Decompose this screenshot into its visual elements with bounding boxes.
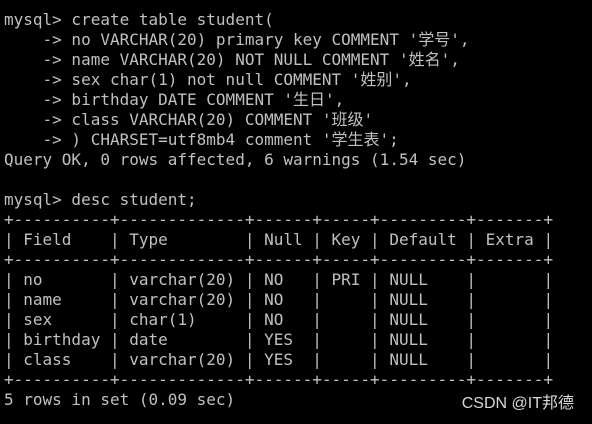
blank-line xyxy=(4,170,592,190)
csdn-watermark: CSDN @IT邦德 xyxy=(461,395,574,412)
continuation-line-no: -> no VARCHAR(20) primary key COMMENT '学… xyxy=(4,30,470,49)
query-ok-result: Query OK, 0 rows affected, 6 warnings (1… xyxy=(4,150,467,169)
prompt-desc-student: mysql> desc student; xyxy=(4,190,197,209)
continuation-line-sex: -> sex char(1) not null COMMENT '姓别', xyxy=(4,70,412,89)
continuation-line-name: -> name VARCHAR(20) NOT NULL COMMENT '姓名… xyxy=(4,50,460,69)
table-row-name: | name | varchar(20) | NO | | NULL | | xyxy=(4,290,554,309)
table-border-header: +----------+-------------+------+-----+-… xyxy=(4,250,554,269)
continuation-line-birthday: -> birthday DATE COMMENT '生日', xyxy=(4,90,345,109)
table-row-birthday: | birthday | date | YES | | NULL | | xyxy=(4,330,554,349)
prompt-create-table: mysql> create table student( xyxy=(4,10,274,29)
rows-in-set-result: 5 rows in set (0.09 sec) xyxy=(4,390,236,409)
table-border-bottom: +----------+-------------+------+-----+-… xyxy=(4,370,554,389)
table-header-row: | Field | Type | Null | Key | Default | … xyxy=(4,230,554,249)
table-row-sex: | sex | char(1) | NO | | NULL | | xyxy=(4,310,554,329)
table-row-class: | class | varchar(20) | YES | | NULL | | xyxy=(4,350,554,369)
continuation-line-charset: -> ) CHARSET=utf8mb4 comment '学生表'; xyxy=(4,130,399,149)
table-border-top: +----------+-------------+------+-----+-… xyxy=(4,210,554,229)
continuation-line-class: -> class VARCHAR(20) COMMENT '班级' xyxy=(4,110,374,129)
table-row-no: | no | varchar(20) | NO | PRI | NULL | | xyxy=(4,270,554,289)
